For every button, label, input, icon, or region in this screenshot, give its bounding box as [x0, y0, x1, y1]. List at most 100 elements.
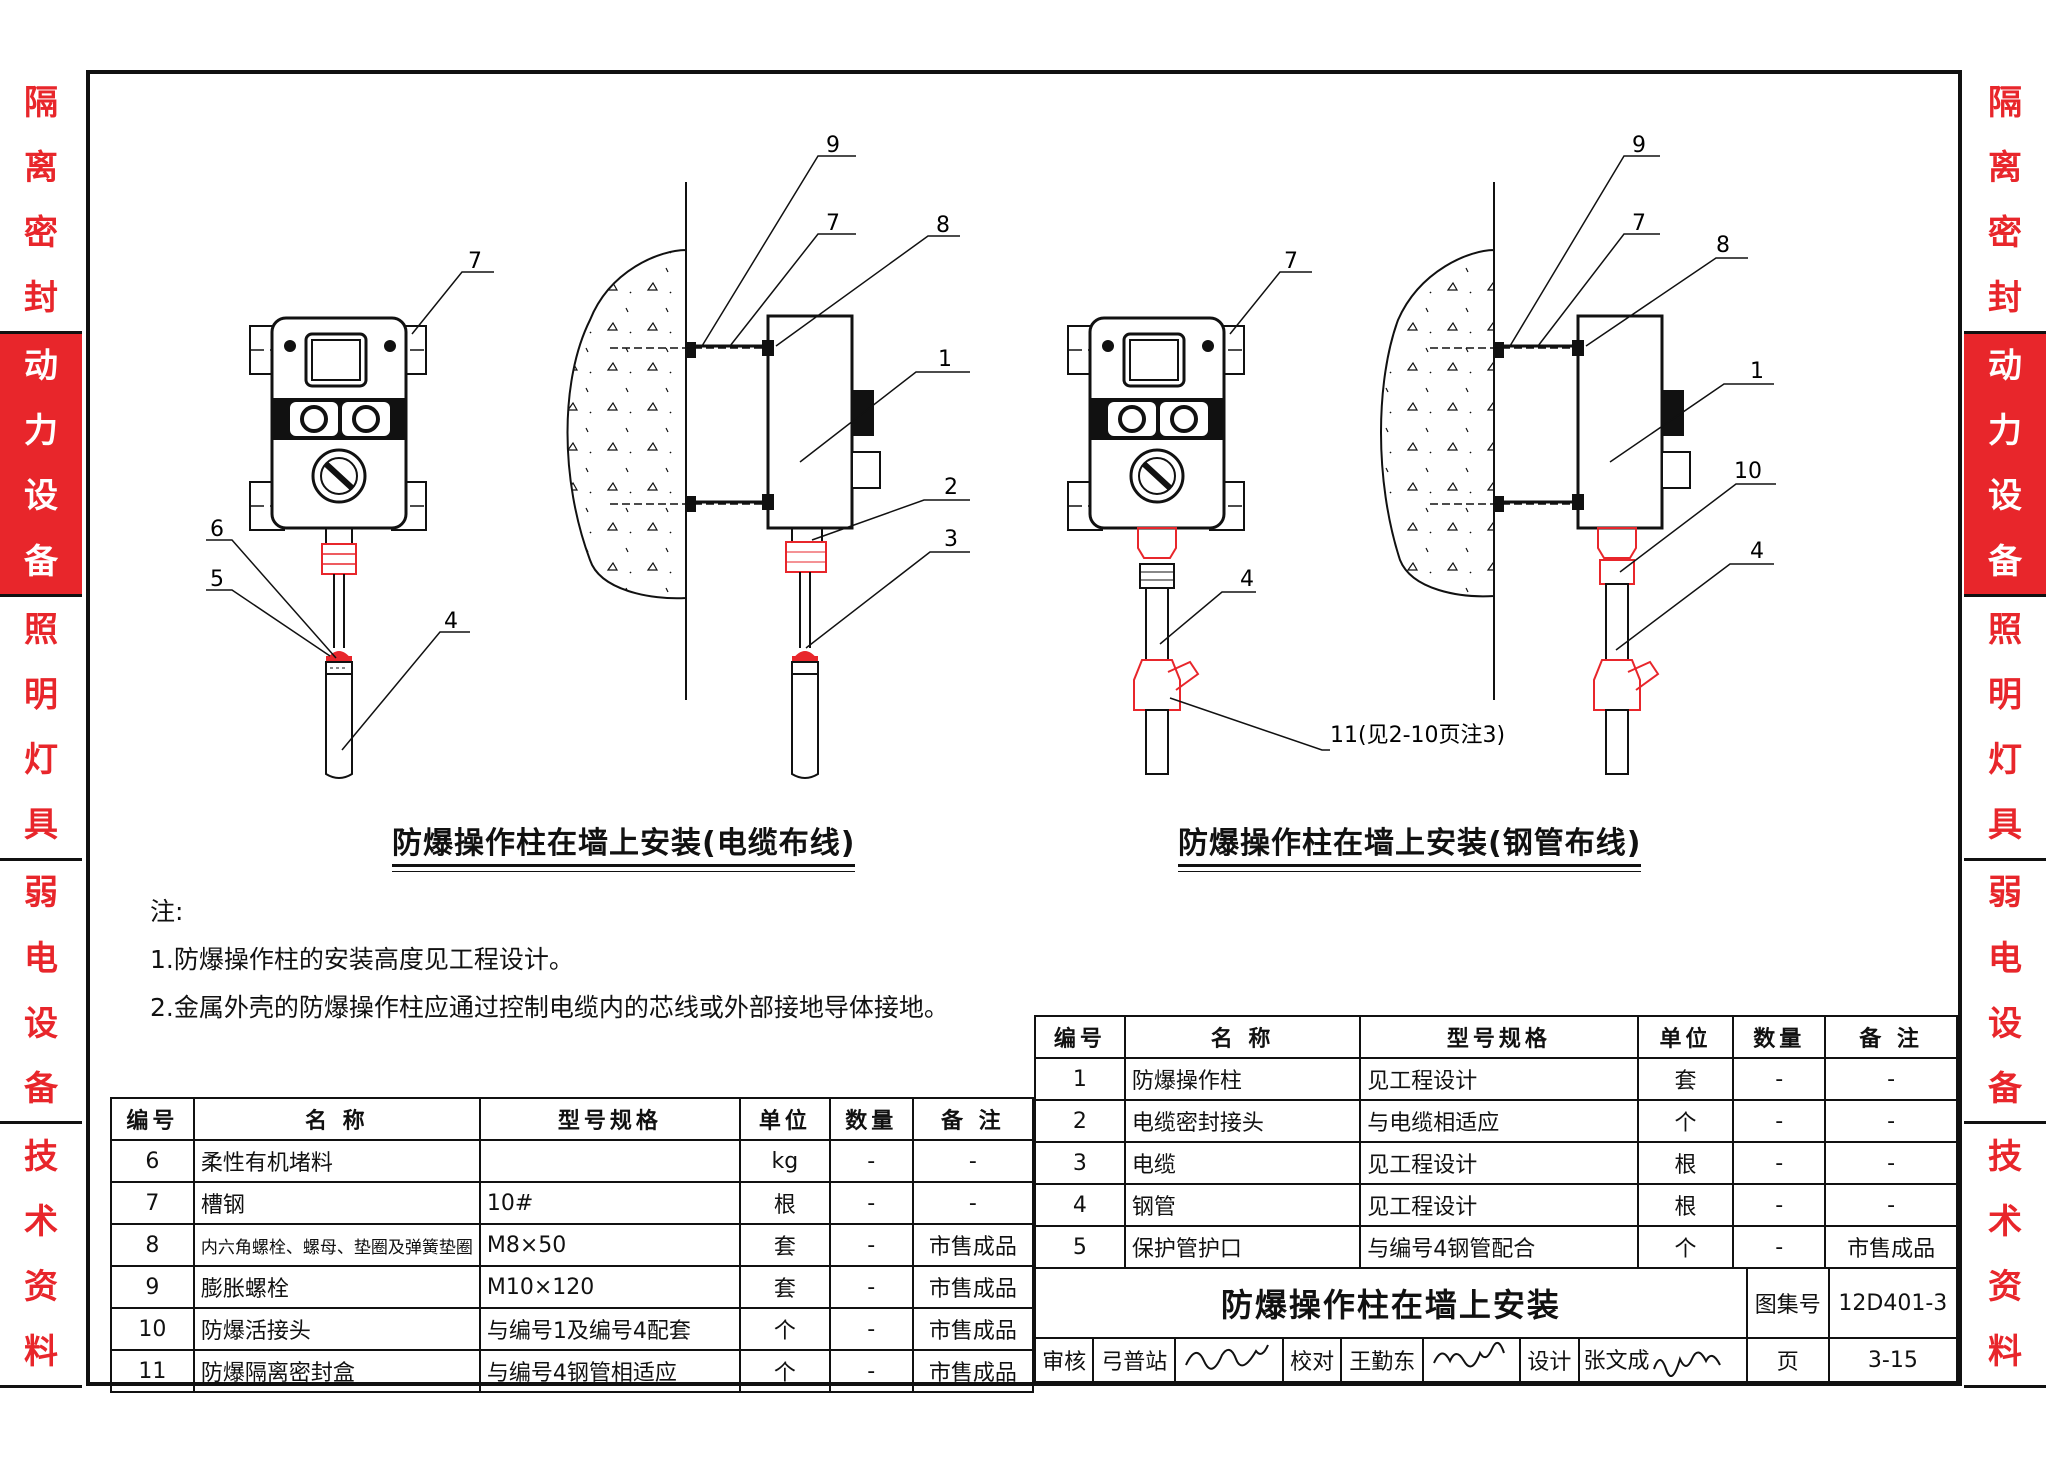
d1-side-label: 2	[944, 475, 958, 500]
side-tab-char: 动	[1988, 346, 2022, 387]
d1-front-label: 4	[444, 609, 458, 634]
table-header-cell: 编号	[1034, 1015, 1126, 1059]
table-cell: 电缆	[1123, 1141, 1362, 1185]
side-tab[interactable]: 技术资料	[0, 1124, 82, 1388]
drawing2-title: 防爆操作柱在墙上安装(钢管布线)	[1178, 818, 1642, 872]
side-tab-char: 具	[1988, 805, 2022, 846]
side-tab-char: 封	[1988, 277, 2022, 318]
side-tab-char: 具	[24, 805, 58, 846]
d1-side-label: 8	[936, 213, 950, 238]
table-cell: 保护管护口	[1123, 1225, 1362, 1269]
table-cell: -	[911, 1181, 1035, 1225]
table-cell: 个	[1636, 1099, 1735, 1143]
table-cell: -	[911, 1139, 1035, 1183]
side-tab-char: 电	[1988, 938, 2022, 979]
table-cell: 10	[110, 1307, 195, 1351]
side-tab[interactable]: 弱电设备	[0, 861, 82, 1125]
table-header-cell: 型号规格	[1359, 1015, 1639, 1059]
d1-side-view: 9 7 8 1 2 3	[566, 133, 970, 779]
side-tab-char: 电	[24, 938, 58, 979]
review-label: 审核	[1033, 1337, 1095, 1383]
side-tab[interactable]: 隔离密封	[1964, 70, 2046, 334]
table-cell: -	[1824, 1183, 1958, 1227]
side-tab-char: 设	[1988, 476, 2022, 517]
table-header-cell: 型号规格	[478, 1097, 741, 1141]
table-cell: 防爆操作柱	[1123, 1057, 1362, 1101]
d2-side-view: 9 7 8 1 10 4	[1380, 133, 1776, 775]
side-tab[interactable]: 隔离密封	[0, 70, 82, 334]
table-header-cell: 单位	[738, 1097, 831, 1141]
table-cell: -	[1732, 1099, 1827, 1143]
side-tab-char: 隔	[1988, 82, 2022, 123]
table-cell: -	[1732, 1183, 1827, 1227]
table-cell: 根	[1636, 1141, 1735, 1185]
d1-front-label: 7	[468, 249, 482, 274]
table-cell: -	[1824, 1141, 1958, 1185]
table-cell: 根	[738, 1181, 831, 1225]
side-tab-char: 资	[24, 1267, 58, 1308]
table-header-cell: 名 称	[192, 1097, 481, 1141]
side-tab[interactable]: 技术资料	[1964, 1124, 2046, 1388]
table-cell: 套	[738, 1223, 831, 1267]
side-tab-char: 设	[24, 476, 58, 517]
table-cell: 柔性有机堵料	[192, 1139, 481, 1183]
table-cell: 市售成品	[911, 1223, 1035, 1267]
side-tab[interactable]: 动力设备	[1964, 333, 2046, 598]
table-header-cell: 数量	[1732, 1015, 1827, 1059]
side-tab[interactable]: 照明灯具	[0, 597, 82, 861]
table-cell: 见工程设计	[1359, 1057, 1639, 1101]
side-tab-char: 资	[1988, 1267, 2022, 1308]
table-cell: 防爆活接头	[192, 1307, 481, 1351]
table-cell: 钢管	[1123, 1183, 1362, 1227]
table-cell: 套	[1636, 1057, 1735, 1101]
table-cell: -	[828, 1223, 914, 1267]
table-cell: 电缆密封接头	[1123, 1099, 1362, 1143]
side-tab-char: 弱	[24, 873, 58, 914]
side-tab-char: 备	[24, 1068, 58, 1109]
table-cell: 6	[110, 1139, 195, 1183]
table-cell: 与编号1及编号4配套	[478, 1307, 741, 1351]
side-tab-char: 料	[24, 1332, 58, 1373]
table-cell: -	[828, 1349, 914, 1393]
table-cell: 1	[1034, 1057, 1126, 1101]
d2-side-label: 10	[1734, 459, 1762, 484]
notes: 注: 1.防爆操作柱的安装高度见工程设计。 2.金属外壳的防爆操作柱应通过控制电…	[150, 888, 949, 1032]
design-label: 设计	[1519, 1337, 1580, 1383]
d1-side-label: 7	[826, 211, 840, 236]
d2-side-label: 7	[1632, 211, 1646, 236]
side-tab-char: 备	[1988, 1068, 2022, 1109]
side-tab[interactable]: 照明灯具	[1964, 597, 2046, 861]
checker-signature	[1422, 1337, 1522, 1383]
table-cell: 9	[110, 1265, 195, 1309]
side-tab-char: 密	[24, 212, 58, 253]
table-cell	[478, 1139, 741, 1183]
side-tab-char: 技	[1988, 1136, 2022, 1177]
check-label: 校对	[1282, 1337, 1343, 1383]
drawing1-title: 防爆操作柱在墙上安装(电缆布线)	[392, 818, 856, 872]
page-label: 页	[1745, 1337, 1830, 1383]
side-tab-char: 术	[1988, 1202, 2022, 1243]
table-cell: 与电缆相适应	[1359, 1099, 1639, 1143]
table-header-cell: 单位	[1636, 1015, 1735, 1059]
table-header-cell: 备 注	[1824, 1015, 1958, 1059]
side-tab[interactable]: 动力设备	[0, 333, 82, 598]
side-tab-char: 料	[1988, 1332, 2022, 1373]
atlas-number: 12D401-3	[1827, 1267, 1959, 1339]
d2-callout: 11(见2-10页注3)	[1330, 723, 1505, 748]
d2-side-label: 9	[1632, 133, 1646, 158]
side-tab-char: 明	[1988, 674, 2022, 715]
side-tab[interactable]: 弱电设备	[1964, 861, 2046, 1125]
table-cell: 市售成品	[911, 1265, 1035, 1309]
table-header-cell: 备 注	[911, 1097, 1035, 1141]
side-tab-char: 灯	[24, 740, 58, 781]
table-cell: 个	[1636, 1225, 1735, 1269]
